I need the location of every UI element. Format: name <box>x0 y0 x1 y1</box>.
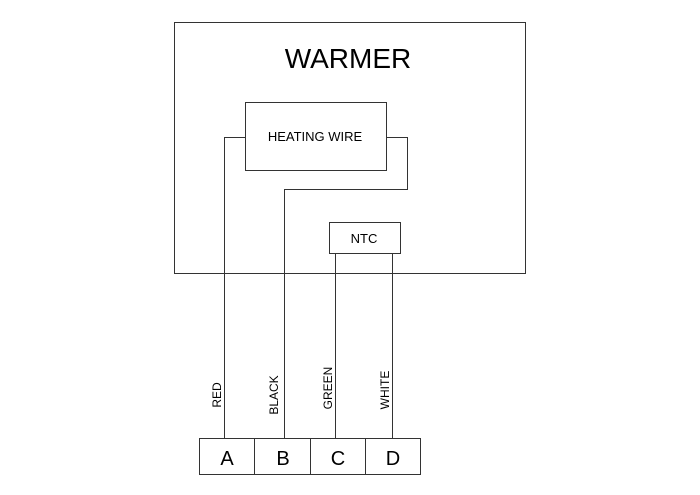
wire-red <box>224 137 246 439</box>
wire-black <box>284 137 408 439</box>
terminal-label-a: A <box>220 448 234 470</box>
terminal-label-d: D <box>386 448 400 470</box>
warmer-title: WARMER <box>285 43 412 74</box>
heating-wire-label: HEATING WIRE <box>268 129 363 144</box>
terminal-d <box>365 438 421 475</box>
terminal-label-b: B <box>276 448 289 470</box>
ntc-box <box>329 222 401 254</box>
wire-label-white: WHITE <box>378 371 392 410</box>
wire-label-green: GREEN <box>321 367 335 410</box>
warmer-box <box>174 22 526 274</box>
wire-label-black: BLACK <box>267 375 281 414</box>
heating-wire-box <box>245 102 387 171</box>
wire-label-red: RED <box>210 382 224 408</box>
terminal-label-c: C <box>331 448 345 470</box>
ntc-label: NTC <box>351 231 378 246</box>
